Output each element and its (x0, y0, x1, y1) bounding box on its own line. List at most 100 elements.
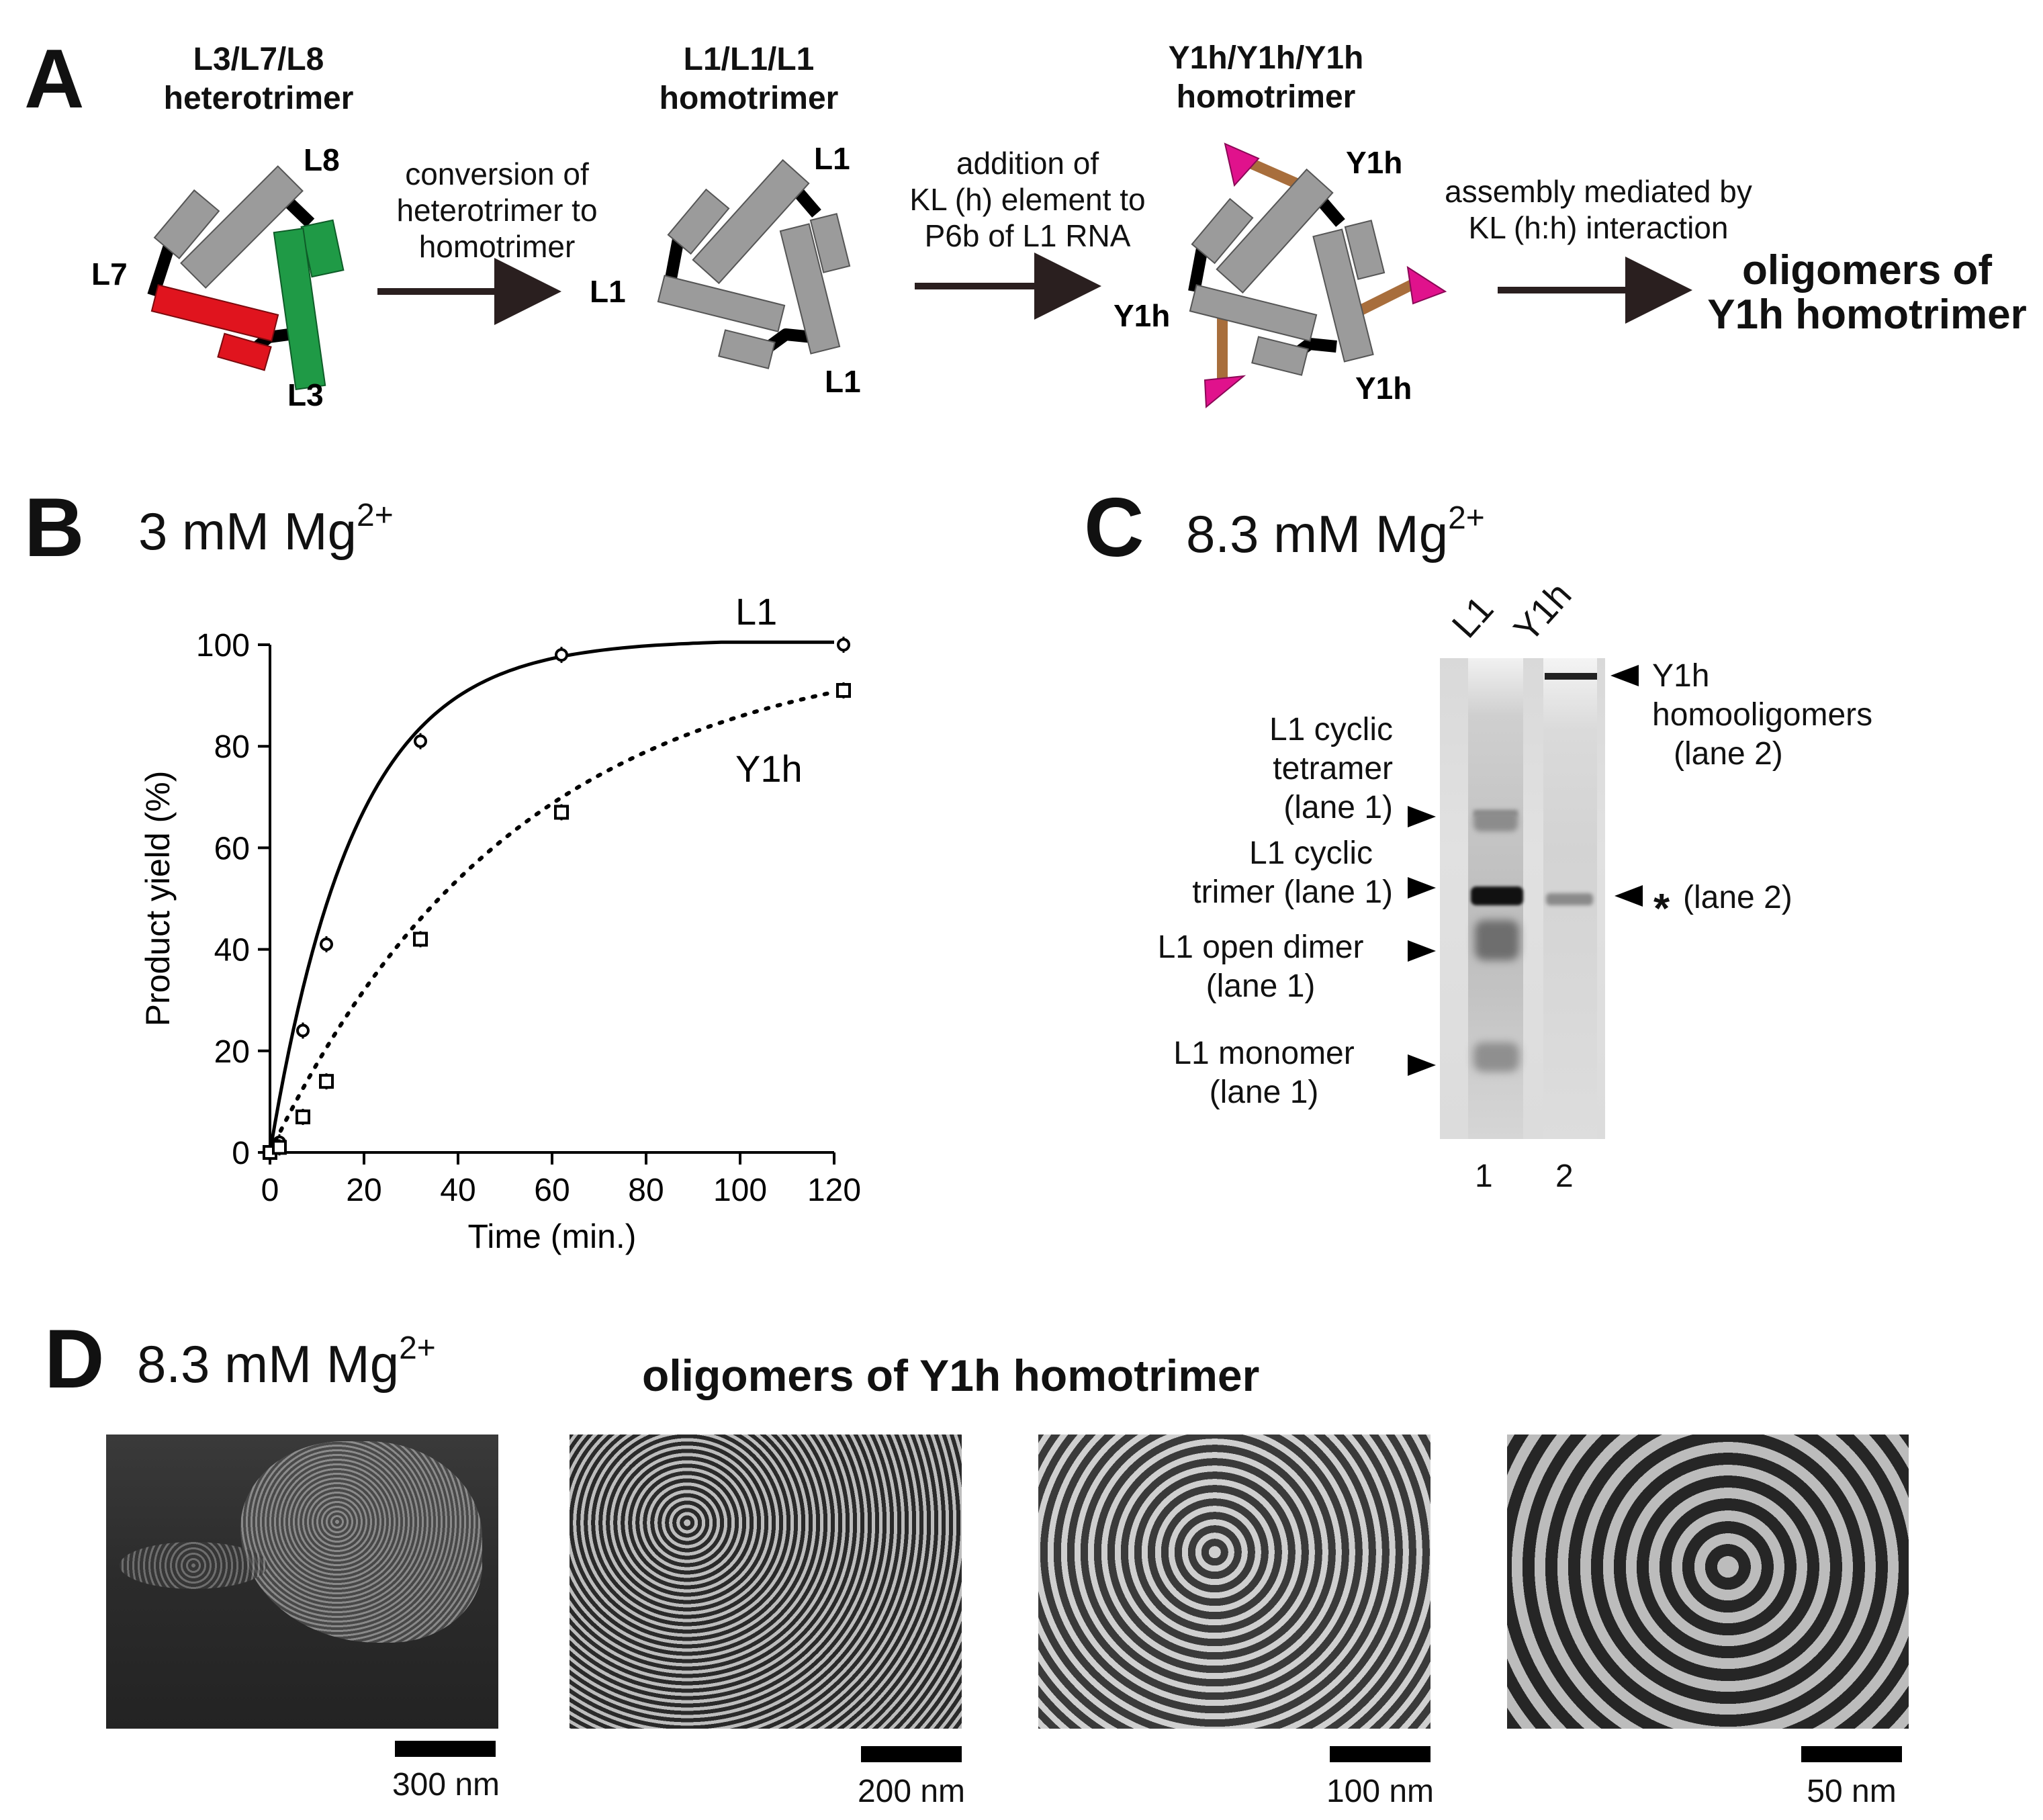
gel-label-y1h-oligomers: Y1h homooligomers (lane 2) (1652, 657, 1921, 774)
afm-image-1 (106, 1435, 498, 1729)
gel-arrowheads (1408, 665, 1643, 1076)
title-l1-homotrimer-line2: homotrimer (659, 81, 839, 116)
data-point-y1h (413, 931, 428, 947)
label-y1h-bottom: Y1h (1355, 371, 1412, 406)
result-line2: Y1h homotrimer (1707, 291, 2027, 338)
x-tick-label: 60 (534, 1173, 570, 1208)
gel-label-tetramer: L1 cyclic tetramer (lane 1) (1142, 711, 1393, 827)
title-heterotrimer-line1: L3/L7/L8 (193, 42, 324, 77)
step-addition-line2: KL (h) element to (909, 182, 1146, 217)
scale-label-3: 100 nm (1326, 1774, 1435, 1809)
gel-label-monomer: L1 monomer (lane 1) (1135, 1034, 1393, 1112)
x-tick-label: 40 (440, 1173, 475, 1208)
l1-homotrimer-diagram (657, 158, 851, 369)
y-tick-label: 100 (196, 628, 250, 664)
y-tick-label: 80 (214, 729, 250, 765)
x-tick-label: 0 (261, 1173, 279, 1208)
label-l1-top: L1 (814, 141, 850, 176)
step-conversion-line2: heterotrimer to (396, 193, 598, 228)
label-l3: L3 (287, 377, 324, 412)
y1h-homotrimer-diagram (1188, 142, 1447, 409)
y-tick-label: 40 (214, 933, 250, 968)
panel-a-diagram: L8 L7 L3 L1 L1 L1 Y1h Y1h Y1h (91, 141, 1692, 412)
step-addition-text: addition of KL (h) element to P6b of L1 … (887, 145, 1169, 254)
data-point-y1h (272, 1140, 287, 1155)
gel-band-dimer (1475, 920, 1519, 960)
arrowhead-dimer (1408, 940, 1436, 962)
afm-image-2 (570, 1435, 962, 1729)
gel-label-dimer-line2: (lane 1) (1206, 968, 1316, 1004)
afm-image-1-cluster-2 (120, 1542, 267, 1589)
step-assembly-line2: KL (h:h) interaction (1468, 210, 1729, 245)
series-label-y1h: Y1h (735, 747, 803, 790)
x-tick-label: 120 (807, 1173, 861, 1208)
gel-label-tetramer-line2: tetramer (1273, 751, 1393, 786)
y-tick-label: 60 (214, 831, 250, 866)
lane-number-2: 2 (1555, 1158, 1574, 1194)
gel-label-monomer-line2: (lane 1) (1209, 1075, 1319, 1110)
label-l1-left: L1 (590, 274, 626, 309)
label-y1h-top: Y1h (1346, 145, 1402, 180)
panel-b-letter: B (24, 482, 85, 574)
step-assembly-line1: assembly mediated by (1445, 174, 1752, 209)
title-y1h-homotrimer: Y1h/Y1h/Y1h homotrimer (1122, 39, 1410, 117)
arrowhead-star (1615, 885, 1643, 907)
gel-band-trimer (1471, 886, 1523, 905)
afm-image-1-cluster (240, 1441, 482, 1643)
gel-label-y1h-line3: (lane 2) (1674, 736, 1783, 772)
data-point-l1 (296, 1023, 310, 1038)
data-point-y1h (836, 683, 851, 698)
arrowhead-y1h-oligomers (1610, 665, 1639, 686)
panel-d-letter: D (44, 1313, 105, 1406)
scale-bar-2 (861, 1746, 962, 1762)
panel-d-title: oligomers of Y1h homotrimer (642, 1351, 1260, 1400)
x-tick-label: 80 (628, 1173, 664, 1208)
lane-number-1: 1 (1475, 1158, 1493, 1194)
step-conversion-line1: conversion of (405, 156, 589, 191)
title-l1-homotrimer-line1: L1/L1/L1 (683, 42, 815, 77)
y-tick-label: 20 (214, 1034, 250, 1070)
title-heterotrimer: L3/L7/L8 heterotrimer (134, 40, 383, 118)
panel-c-condition: 8.3 mM Mg2+ (1186, 502, 1485, 561)
gel-label-monomer-line1: L1 monomer (1173, 1036, 1355, 1071)
panel-b-condition: 3 mM Mg2+ (138, 500, 394, 558)
gel-label-trimer-line2: trimer (lane 1) (1192, 874, 1393, 910)
panel-c-letter: C (1084, 482, 1144, 574)
afm-image-3 (1038, 1435, 1431, 1729)
series-label-l1: L1 (735, 590, 777, 633)
step-addition-line3: P6b of L1 RNA (924, 218, 1131, 253)
gel-label-dimer-line1: L1 open dimer (1157, 929, 1364, 965)
x-tick-label: 20 (346, 1173, 381, 1208)
arrowhead-tetramer (1408, 806, 1436, 827)
label-l7: L7 (91, 257, 128, 291)
step-assembly-text: assembly mediated by KL (h:h) interactio… (1424, 173, 1773, 246)
scale-bar-4 (1801, 1746, 1902, 1762)
panel-c-condition-text: 8.3 mM Mg (1186, 504, 1449, 563)
arrowhead-trimer (1408, 877, 1436, 899)
panel-a-letter: A (24, 33, 85, 126)
gel-label-tetramer-line1: L1 cyclic (1269, 712, 1393, 747)
label-l8: L8 (304, 142, 340, 177)
gel-label-trimer: L1 cyclic trimer (lane 1) (1108, 834, 1393, 912)
panel-b-condition-sup: 2+ (357, 498, 394, 533)
afm-image-4 (1507, 1435, 1909, 1729)
y-tick-label: 0 (232, 1136, 250, 1171)
heterotrimer-diagram (147, 165, 345, 391)
data-point-l1 (837, 638, 850, 651)
gel-star-marker: * (1653, 886, 1670, 932)
scale-label-1: 300 nm (392, 1767, 500, 1803)
gel-label-y1h-line2: homooligomers (1652, 697, 1873, 733)
label-y1h-left: Y1h (1114, 298, 1170, 333)
gel-band-monomer (1473, 1042, 1519, 1072)
scale-bar-1 (395, 1741, 496, 1757)
label-l1-bottom: L1 (825, 364, 861, 399)
data-point-l1 (414, 734, 427, 748)
data-point-y1h (319, 1074, 334, 1089)
arrowhead-monomer (1408, 1054, 1436, 1076)
title-y1h-homotrimer-line1: Y1h/Y1h/Y1h (1168, 40, 1364, 76)
gel-label-trimer-line1: L1 cyclic (1248, 835, 1373, 871)
panel-c-condition-sup: 2+ (1448, 500, 1485, 536)
y-axis-label: Product yield (%) (139, 771, 177, 1027)
gel-band-tetramer-lower (1473, 810, 1518, 817)
